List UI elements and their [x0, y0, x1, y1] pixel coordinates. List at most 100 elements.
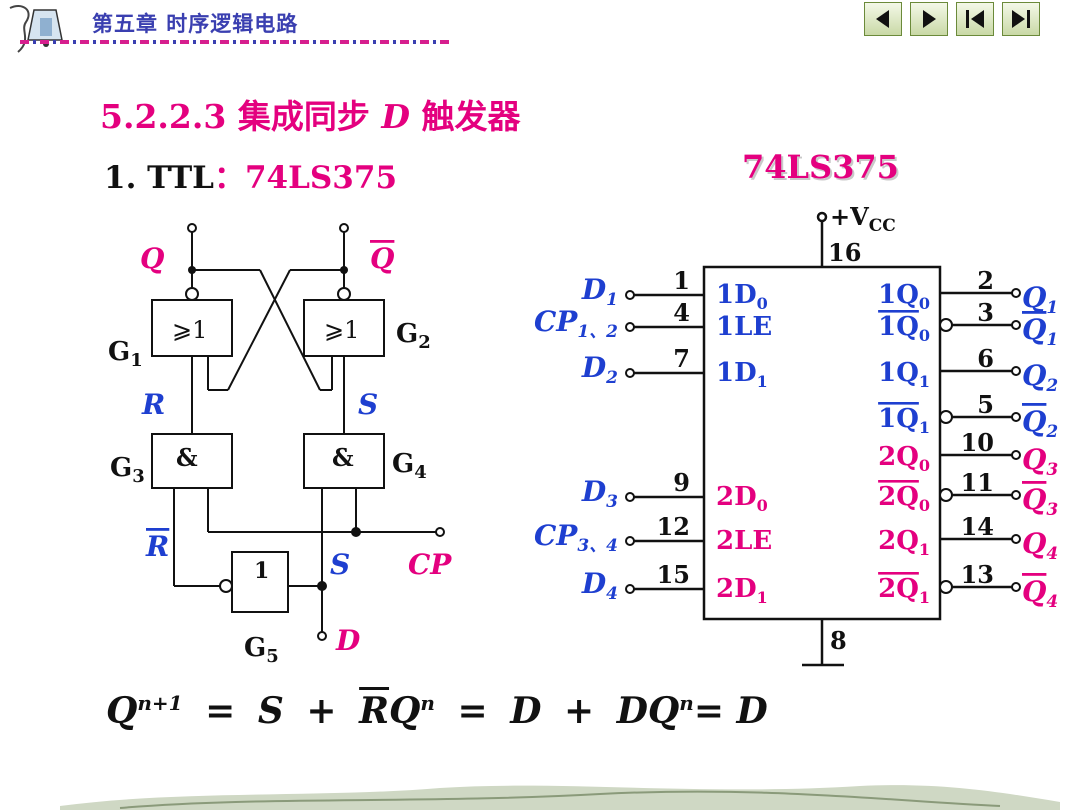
first-slide-button[interactable] — [956, 2, 994, 36]
inverted-output-bubble — [939, 410, 953, 424]
pin-number: 14 — [961, 512, 994, 541]
pin-terminal — [1011, 366, 1021, 376]
g1-gate-symbol: ⩾1 — [172, 316, 207, 344]
pin-terminal — [1011, 490, 1021, 500]
footer-brush-decoration — [60, 785, 1060, 810]
slide-header: 第五章 时序逻辑电路 — [0, 0, 1080, 60]
eq-d1: D — [510, 690, 542, 732]
gnd-pin-number: 8 — [830, 626, 847, 655]
g4-label: G4 — [392, 449, 427, 483]
g3-label: G3 — [110, 453, 145, 487]
pin-function-label: 1Q1 — [878, 404, 930, 437]
last-slide-button[interactable] — [1002, 2, 1040, 36]
first-page-icon — [966, 10, 984, 28]
section-title-part-b: 触发器 — [421, 97, 521, 136]
inverted-output-bubble — [939, 488, 953, 502]
pin-terminal — [1011, 450, 1021, 460]
pin-number: 9 — [673, 468, 690, 497]
output-signal-label: Q3 — [1022, 483, 1058, 520]
eq-q2-sup: n — [420, 691, 435, 715]
output-signal-label: Q2 — [1022, 359, 1058, 396]
last-page-icon — [1012, 10, 1030, 28]
pin-function-label: 2Q0 — [878, 482, 930, 515]
pin-terminal — [625, 322, 635, 332]
input-signal-label: D3 — [581, 475, 618, 512]
prev-arrow-icon — [876, 10, 889, 28]
pin-number: 7 — [673, 344, 690, 373]
pin-number: 10 — [961, 428, 994, 457]
eq-equals-3: = — [693, 690, 724, 732]
pin-number: 6 — [977, 344, 994, 373]
r-label: R — [141, 388, 165, 421]
inverted-output-bubble — [939, 318, 953, 332]
r-bar-label: R — [145, 530, 169, 563]
inverted-output-bubble — [939, 580, 953, 594]
pin-terminal — [625, 584, 635, 594]
q-bar-output-label: Q — [370, 242, 394, 275]
pin-function-label: 1LE — [716, 312, 772, 342]
pin-function-label: 2Q1 — [878, 526, 930, 559]
pin-number: 1 — [673, 266, 690, 295]
pin-function-label: 1Q0 — [878, 280, 930, 313]
g5-gate-symbol: 1 — [254, 558, 269, 584]
output-signal-label: Q4 — [1022, 575, 1058, 612]
eq-q2: Q — [389, 690, 421, 732]
g1-label: G1 — [108, 337, 143, 371]
eq-plus-2: + — [563, 690, 595, 732]
input-signal-label: CP1、2 — [534, 305, 618, 342]
g5-label: G5 — [244, 633, 279, 667]
latch-circuit-diagram: Q Q ⩾1 ⩾1 G1 G2 R S & & G3 G4 R S CP 1 G… — [108, 223, 452, 667]
s-label: S — [358, 388, 378, 421]
pin-function-label: 1Q0 — [878, 312, 930, 345]
pin-number: 11 — [961, 468, 994, 497]
next-slide-button[interactable] — [910, 2, 948, 36]
pin-number: 13 — [961, 560, 994, 589]
eq-r-bar: R — [359, 690, 390, 732]
vcc-pin-number: 16 — [828, 238, 861, 267]
pin-function-label: 2D1 — [716, 574, 768, 607]
pin-function-label: 2Q0 — [878, 442, 930, 475]
q-output-label: Q — [140, 242, 164, 275]
pin-function-label: 1Q1 — [878, 358, 930, 391]
chip-title: 74LS375 — [742, 148, 899, 186]
pin-number: 4 — [673, 298, 690, 327]
pin-terminal — [1011, 288, 1021, 298]
eq-equals-1: = — [205, 690, 236, 732]
output-signal-label: Q1 — [1022, 281, 1058, 318]
pin-terminal — [625, 368, 635, 378]
section-title: 5.2.2.3 集成同步 D 触发器 — [100, 90, 520, 138]
input-signal-label: CP3、4 — [534, 519, 618, 556]
pin-function-label: 2LE — [716, 526, 772, 556]
output-signal-label: Q4 — [1022, 527, 1058, 564]
pin-terminal — [1011, 582, 1021, 592]
pin-terminal — [1011, 534, 1021, 544]
pin-terminal — [1011, 320, 1021, 330]
chapter-title: 第五章 时序逻辑电路 — [92, 12, 299, 36]
eq-q-sup: n+1 — [137, 691, 183, 715]
slide-navigation — [864, 2, 1040, 36]
vcc-label: +VCC — [830, 202, 896, 236]
eq-q: Q — [106, 690, 138, 732]
g2-gate-symbol: ⩾1 — [324, 316, 359, 344]
pin-terminal — [625, 492, 635, 502]
pin-terminal — [625, 290, 635, 300]
pin-terminal — [625, 536, 635, 546]
input-signal-label: D4 — [581, 567, 618, 604]
cp-label: CP — [408, 548, 452, 581]
input-signal-label: D2 — [581, 351, 618, 388]
subtitle-chip: ：74LS375 — [213, 160, 398, 196]
pin-number: 3 — [977, 298, 994, 327]
section-number: 5.2.2.3 — [100, 97, 227, 136]
eq-d2: DQ — [616, 690, 680, 732]
pin-function-label: 1D0 — [716, 280, 768, 313]
s2-label: S — [330, 548, 350, 581]
header-divider — [20, 40, 450, 44]
prev-slide-button[interactable] — [864, 2, 902, 36]
characteristic-equation: Qn+1 = S + RQn = D + DQn= D — [106, 690, 768, 732]
pin-function-label: 2Q1 — [878, 574, 930, 607]
subtitle: 1. TTL：74LS375 — [104, 152, 397, 197]
g2-label: G2 — [396, 319, 431, 353]
